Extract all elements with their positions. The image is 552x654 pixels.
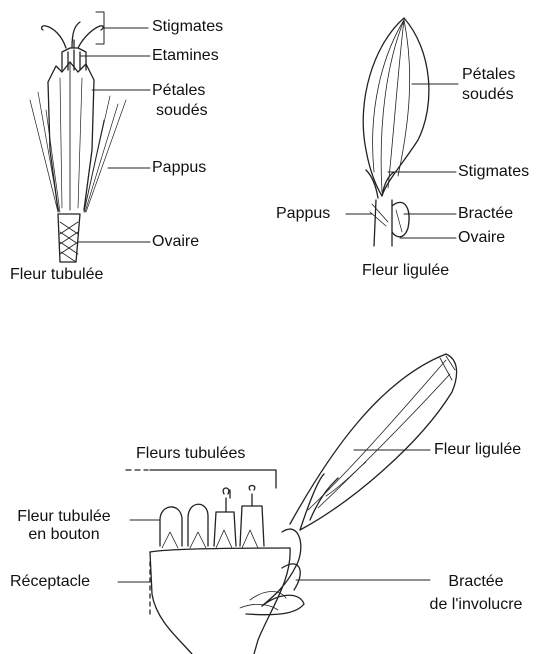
- ligulate-leader-lines: [346, 84, 458, 238]
- title-fleur-tubulee: Fleur tubulée: [10, 266, 103, 284]
- label-bractee-involucre-line1: Bractée: [410, 573, 542, 591]
- label-bractee: Bractée: [458, 205, 513, 223]
- label-petales-ligulee-line2: soudés: [462, 86, 514, 104]
- ligulate-flower-drawing: [363, 18, 429, 246]
- title-fleur-ligulee: Fleur ligulée: [362, 262, 449, 280]
- label-stigmates-ligulee: Stigmates: [458, 163, 529, 181]
- label-petales-tubulaire-line2: soudés: [156, 102, 208, 120]
- label-pappus-tubulaire: Pappus: [152, 159, 206, 177]
- label-fleurs-tubulees: Fleurs tubulées: [136, 445, 245, 463]
- flower-head-drawing: [126, 354, 457, 654]
- label-bractee-involucre-line2: de l'involucre: [410, 596, 542, 614]
- label-pappus-ligulee: Pappus: [276, 205, 330, 223]
- label-petales-tubulaire-line1: Pétales: [152, 82, 205, 100]
- label-ovaire-ligulee: Ovaire: [458, 229, 505, 247]
- label-fleur-ligulee-head: Fleur ligulée: [434, 441, 521, 459]
- label-ovaire-tubulaire: Ovaire: [152, 233, 199, 251]
- label-fleur-tubulee-bouton-line2: en bouton: [0, 526, 128, 544]
- label-petales-ligulee-line1: Pétales: [462, 66, 515, 84]
- label-etamines: Etamines: [152, 47, 219, 65]
- label-receptacle: Réceptacle: [10, 573, 90, 591]
- label-fleur-tubulee-bouton-line1: Fleur tubulée: [0, 508, 128, 526]
- tubular-leader-lines: [78, 12, 150, 242]
- label-stigmates-tubulaire: Stigmates: [152, 18, 223, 36]
- tubular-flower-drawing: [30, 22, 126, 262]
